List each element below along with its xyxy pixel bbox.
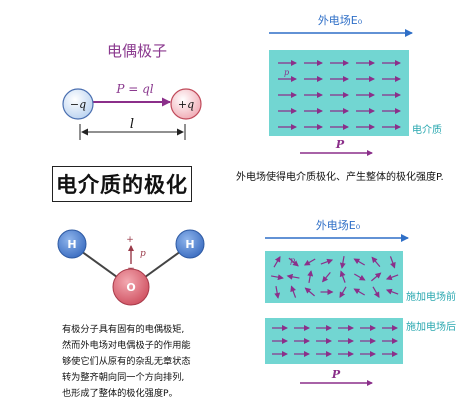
dipole-arrow-mark: [274, 285, 281, 299]
dipole-formula: P = ql: [115, 82, 153, 96]
dipole-title: 电偶极子: [107, 42, 167, 60]
top-p-label: p: [284, 68, 289, 77]
dipole-arrow-mark: [304, 287, 315, 297]
dipole-arrow-mark: [385, 288, 399, 295]
after-field-label: 施加电场后: [406, 320, 456, 333]
dipole-arrow-mark: [372, 286, 380, 299]
dipole-arrow-mark: [303, 258, 316, 266]
before-field-box: [265, 251, 403, 303]
description-line: 也形成了整体的极化强度P。: [62, 388, 178, 399]
bottom-field-label: 外电场E₀: [316, 218, 361, 232]
bottom-polarization-label: P: [331, 368, 341, 381]
dipole-arrow-mark: [389, 256, 396, 269]
description-line: 然而外电场对电偶极子的作用能: [62, 340, 191, 351]
hydrogen-right-atom: [175, 229, 205, 259]
top-panel-caption: 外电场使得电介质极化、产生整体的极化强度P.: [236, 172, 444, 183]
before-field-label: 施加电场前: [406, 290, 456, 303]
negative-charge-label: −q: [70, 98, 86, 111]
separation-label: l: [130, 117, 134, 132]
dipole-arrow-mark: [322, 272, 331, 283]
hydrogen-left-label: H: [67, 238, 76, 251]
molecule-dipole-label: p: [140, 249, 146, 259]
random-dipoles: [270, 255, 399, 299]
dipole-arrow-mark: [371, 272, 382, 282]
aligned-dipoles: [272, 325, 398, 357]
main-title: 电介质的极化: [52, 166, 192, 202]
dipole-arrow-mark: [320, 258, 334, 265]
top-field-label: 外电场E₀: [318, 13, 363, 27]
molecule-description: 有极分子具有固有的电偶极矩, 然而外电场对电偶极子的作用能 够使它们从原有的杂乱…: [62, 322, 230, 402]
top-polarization-label: P: [335, 138, 345, 151]
description-line: 转为整齐朝向同一个方向排列,: [62, 372, 185, 383]
dipole-arrow-mark: [307, 270, 314, 284]
dipole-arrow-mark: [339, 286, 347, 299]
dipole-arrow-mark: [339, 255, 346, 269]
positive-charge: [170, 88, 202, 120]
dielectric-label: 电介质: [412, 123, 442, 136]
dipole-arrow-mark: [290, 285, 297, 298]
description-line: 够使它们从原有的杂乱无章状态: [62, 356, 191, 367]
oxygen-atom: [112, 268, 150, 306]
molecule-plus-sign: +: [126, 235, 134, 245]
dipole-arrow-mark: [286, 273, 300, 280]
hydrogen-right-label: H: [185, 238, 194, 251]
negative-charge: [62, 88, 94, 120]
dipole-arrow-mark: [353, 288, 365, 296]
hydrogen-left-atom: [57, 229, 87, 259]
molecule-minus-sign: −: [127, 264, 135, 274]
dipole-arrow-mark: [385, 274, 399, 281]
description-line: 有极分子具有固有的电偶极矩,: [62, 324, 185, 335]
dipole-arrow-mark: [273, 255, 281, 268]
oxygen-label: O: [126, 281, 135, 294]
dipole-arrow-mark: [270, 274, 284, 281]
positive-charge-label: +q: [178, 98, 194, 111]
dipole-arrow-mark: [339, 270, 346, 283]
dipole-arrow-mark: [353, 258, 365, 266]
dipole-arrow-mark: [371, 256, 381, 267]
bottom-p-label: p: [290, 256, 295, 265]
dipole-arrow-mark: [288, 257, 299, 267]
top-aligned-dipoles: [278, 60, 401, 130]
dipole-arrow-mark: [354, 273, 366, 281]
after-field-box: [265, 318, 403, 364]
